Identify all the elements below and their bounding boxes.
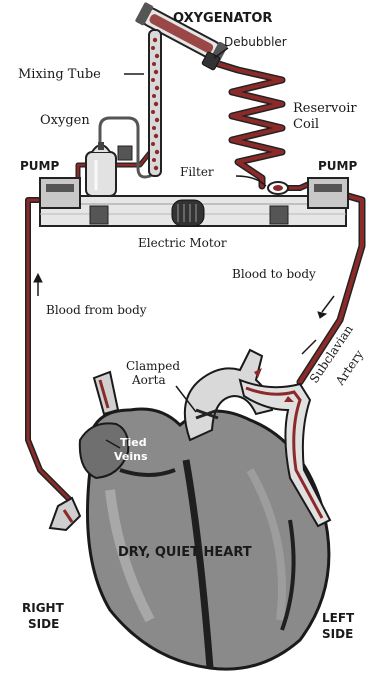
label-filter: Filter [180, 165, 214, 179]
label-left: LEFT [322, 611, 355, 625]
lower-cannula [50, 498, 80, 530]
label-debubbler: Debubbler [224, 35, 287, 49]
label-mixing-tube: Mixing Tube [18, 67, 101, 82]
label-clamped: Clamped [126, 359, 180, 373]
label-reservoir: Reservoir [293, 101, 357, 116]
label-aorta: Aorta [131, 373, 166, 387]
pump-left [40, 178, 80, 208]
subclavian-pointer [302, 340, 316, 354]
label-oxygenator: OXYGENATOR [173, 11, 272, 26]
label-oxygen: Oxygen [40, 113, 90, 128]
label-coil: Coil [293, 117, 319, 132]
label-veins: Veins [114, 450, 148, 463]
label-pump-left: PUMP [20, 159, 59, 173]
vena-cava [94, 372, 118, 414]
label-left-side: SIDE [322, 627, 353, 641]
label-tied: Tied [120, 436, 147, 449]
filter [268, 182, 288, 194]
label-electric-motor: Electric Motor [138, 236, 227, 250]
oxygen-tank [86, 142, 116, 196]
valve-box [118, 146, 132, 160]
label-heart: DRY, QUIET HEART [118, 545, 252, 560]
label-pump-right: PUMP [318, 159, 357, 173]
blood-to-body-arrow [322, 296, 334, 312]
label-right-side: SIDE [28, 617, 59, 631]
label-blood-to-body: Blood to body [232, 267, 316, 281]
electric-motor [172, 200, 204, 226]
oxygenator-assembly [118, 2, 228, 176]
pump-right [308, 178, 348, 208]
label-blood-from-body: Blood from body [46, 303, 147, 317]
label-right: RIGHT [22, 601, 65, 615]
